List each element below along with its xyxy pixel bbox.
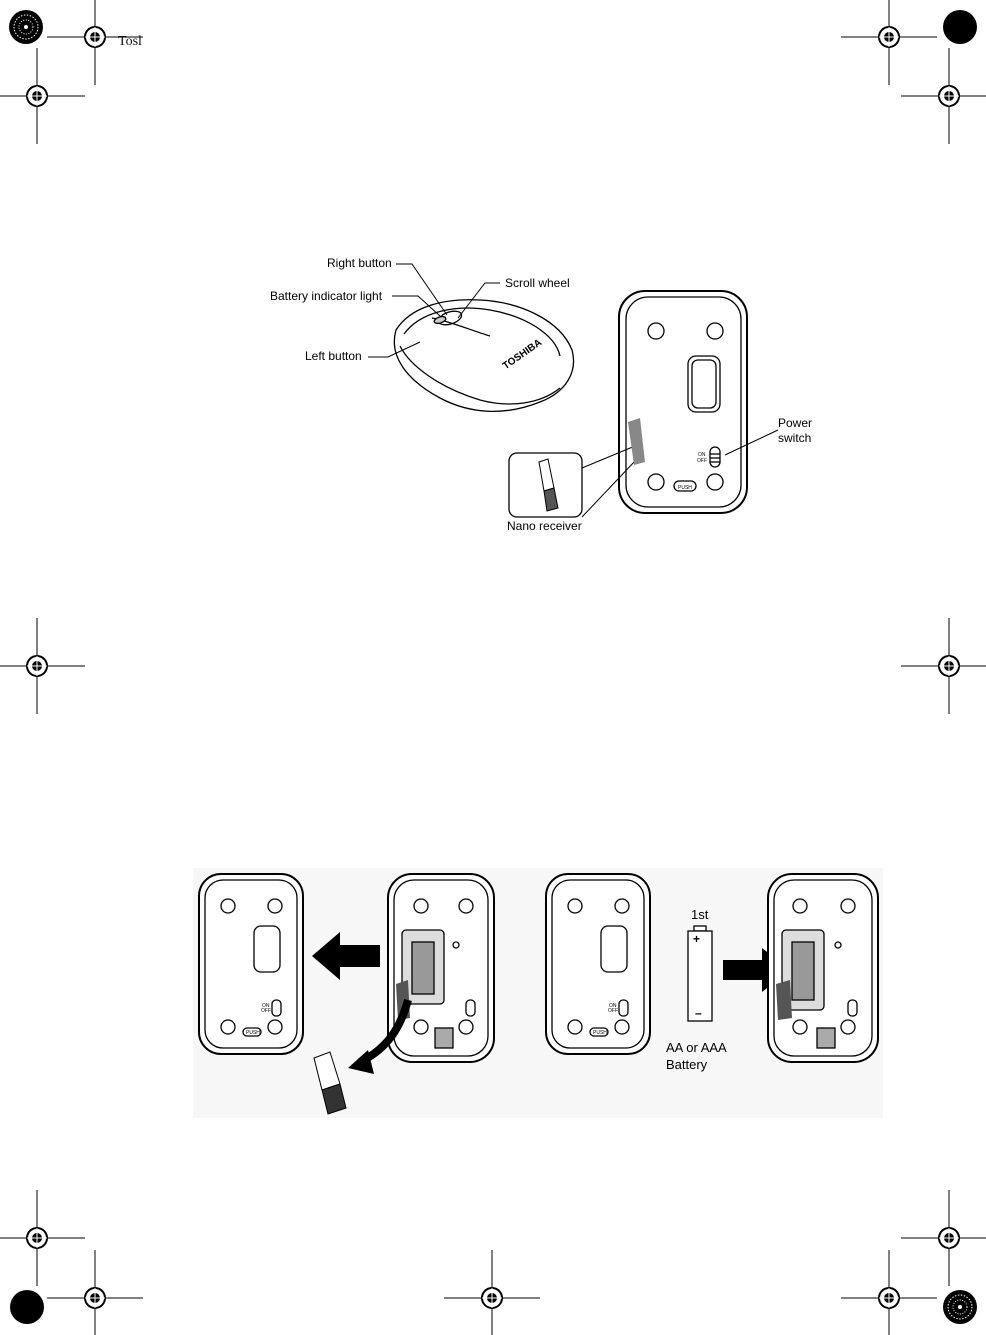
first-label: 1st bbox=[691, 907, 708, 922]
battery-minus: – bbox=[695, 1006, 702, 1020]
push-text: PUSH bbox=[246, 1030, 260, 1036]
battery-label: Battery bbox=[666, 1057, 707, 1072]
battery-plus: + bbox=[693, 932, 700, 946]
switch-off-text: OFF bbox=[261, 1008, 271, 1014]
battery-type-label: AA or AAA bbox=[666, 1040, 727, 1055]
push-text: PUSH bbox=[593, 1030, 607, 1036]
switch-off-text: OFF bbox=[608, 1008, 618, 1014]
